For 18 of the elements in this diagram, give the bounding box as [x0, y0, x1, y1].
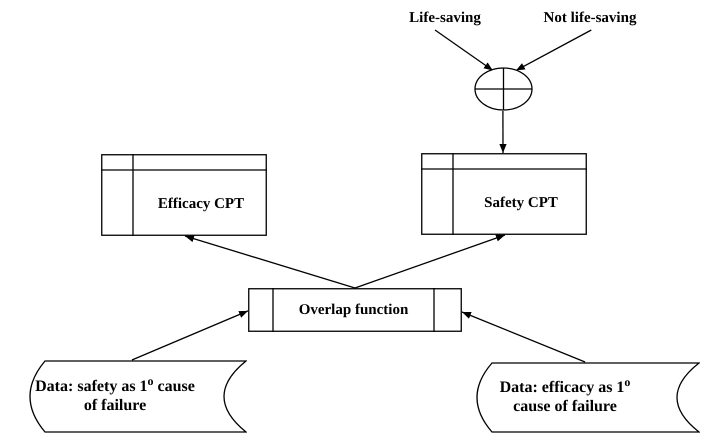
summation-circle	[474, 67, 533, 111]
arrow	[462, 311, 586, 363]
process-box	[248, 288, 462, 332]
node-text: Life-saving	[409, 8, 481, 28]
node-text: Data: efficacy as 1$^{o}$ cause of failure	[498, 379, 632, 416]
arrow	[354, 234, 506, 289]
arrow	[434, 29, 494, 72]
arrow	[516, 29, 592, 72]
cpt-table-box	[421, 153, 587, 235]
node-text: Overlap function	[298, 300, 408, 320]
node-text: Safety CPT	[484, 194, 558, 213]
node-text: Efficacy CPT	[158, 194, 244, 214]
node-text: Data: safety as 1$^{o}$ cause of failure	[34, 378, 196, 415]
node-text: Not life-saving	[544, 8, 636, 28]
arrow	[132, 310, 248, 361]
arrow	[184, 235, 356, 289]
arrow	[499, 111, 507, 153]
cpt-table-box	[101, 154, 267, 236]
